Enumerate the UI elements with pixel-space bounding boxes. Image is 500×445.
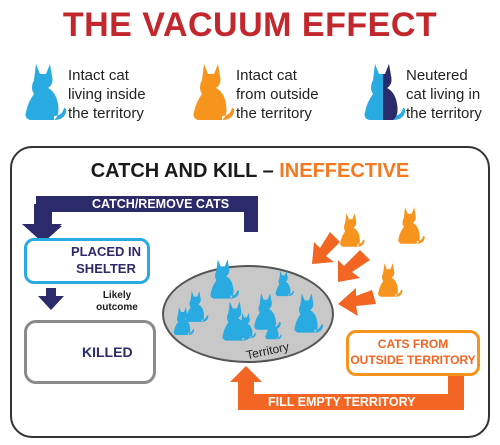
heading-accent: INEFFECTIVE [279,160,410,182]
legend-1-line-3: the territory [68,105,144,122]
legend-1-line-1: Intact cat [68,67,129,84]
shelter-label: PLACED IN SHELTER [66,243,146,277]
outside-line-1: CATS FROM [377,337,449,351]
legend-3-line-2: cat living in [406,86,481,103]
down-arrow [38,288,64,310]
legend-3-line-3: the territory [406,105,482,122]
legend-2-line-3: the territory [236,105,312,122]
catch-remove-label: CATCH/REMOVE CATS [92,197,230,211]
likely-line-2: outcome [96,302,138,313]
killed-label: KILLED [82,344,133,360]
fill-territory-label: FILL EMPTY TERRITORY [268,395,416,409]
likely-line-1: Likely [102,290,132,301]
legend-2-line-2: from outside [236,86,319,103]
neutered-cat-icon [364,64,406,120]
page-title: THE VACUUM EFFECT [62,6,438,44]
legend-item-1: Intact cat living inside the territory [68,66,146,123]
killed-box [24,320,156,384]
legend-3-line-1: Neutered [406,67,468,84]
legend-item-2: Intact cat from outside the territory [236,66,319,123]
shelter-line-1: PLACED IN [70,244,142,259]
legend-1-line-2: living inside [68,86,146,103]
legend-item-3: Neutered cat living in the territory [406,66,482,123]
catch-remove-arrow [22,196,258,242]
shelter-line-2: SHELTER [76,261,136,276]
outside-line-2: OUTSIDE TERRITORY [350,353,476,367]
panel-heading: CATCH AND KILL – INEFFECTIVE [0,160,500,183]
outside-territory-box [346,330,480,376]
likely-outcome: Likely outcome [92,290,142,314]
blue-cat-icon [25,64,67,120]
heading-main: CATCH AND KILL – [90,160,280,182]
legend-2-line-1: Intact cat [236,67,297,84]
territory-ellipse [162,265,334,363]
outside-territory-label: CATS FROM OUTSIDE TERRITORY [346,336,480,368]
catch-kill-panel [10,146,490,438]
inward-arrows [312,232,376,316]
fill-territory-arrow [230,366,464,410]
orange-cat-icon [193,64,235,120]
shelter-box [24,238,150,284]
